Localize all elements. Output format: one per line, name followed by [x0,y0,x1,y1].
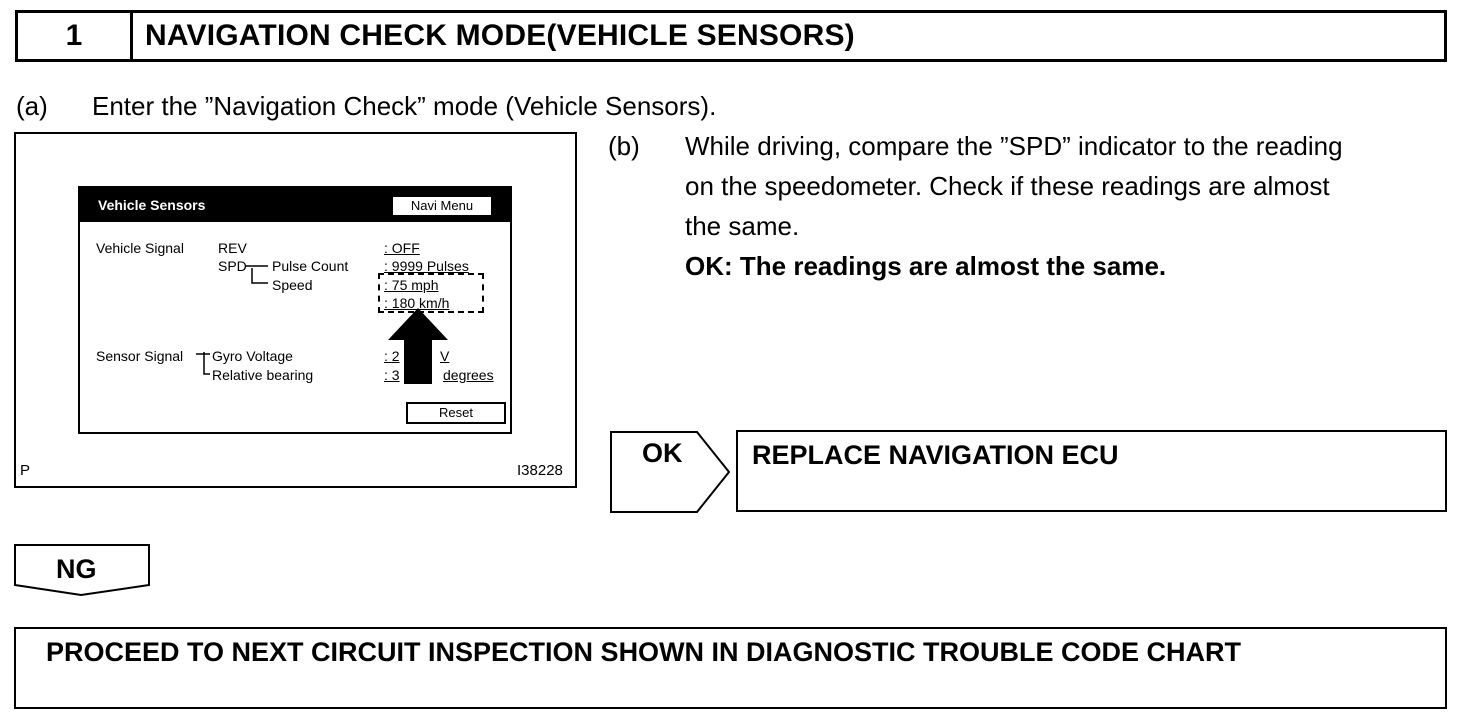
relative-bearing-label: Relative bearing [212,367,314,383]
kmh-value: : 180 km/h [384,295,450,311]
ng-result-text: PROCEED TO NEXT CIRCUIT INSPECTION SHOWN… [46,637,1242,667]
ok-result-box: REPLACE NAVIGATION ECU [736,430,1447,512]
pulse-value: : 9999 Pulses [384,258,469,274]
bearing-value-end: degrees [443,367,494,383]
step-a-marker: (a) [16,91,48,121]
step-header: 1 NAVIGATION CHECK MODE(VEHICLE SENSORS) [15,10,1447,62]
ok-criteria: OK: The readings are almost the same. [685,251,1167,281]
step-number: 1 [18,13,133,59]
speed-highlight-box [378,273,484,313]
step-b-marker: (b) [608,131,640,161]
bearing-value-start: : 3 [384,367,400,383]
step-title: NAVIGATION CHECK MODE(VEHICLE SENSORS) [145,19,855,52]
sensor-signal-label: Sensor Signal [96,348,184,364]
gyro-value-end: V [440,348,450,364]
step-b-line-1: While driving, compare the ”SPD” indicat… [685,131,1343,161]
step-b-line-3: the same. [685,211,800,241]
arrow-up-icon [388,308,448,384]
gyro-voltage-label: Gyro Voltage [212,348,293,364]
vehicle-sensors-screen: Vehicle Sensors Navi Menu Vehicle Signal… [78,186,512,434]
figure-frame [14,132,577,488]
speed-label: Speed [272,277,313,293]
vehicle-signal-label: Vehicle Signal [96,240,184,256]
ng-arrow-icon [14,544,150,597]
step-b-line-2: on the speedometer. Check if these readi… [685,171,1330,201]
navi-menu-button[interactable]: Navi Menu [392,196,492,216]
figure-id: I38228 [517,462,563,479]
spd-label: SPD [218,258,247,274]
screen-title: Vehicle Sensors [98,197,206,213]
rev-label: REV [218,240,247,256]
bracket-lines [196,265,268,375]
ng-label: NG [56,554,97,584]
gyro-value-start: : 2 [384,348,400,364]
mph-value: : 75 mph [384,277,439,293]
step-a-text: Enter the ”Navigation Check” mode (Vehic… [92,91,717,121]
rev-value: : OFF [384,240,420,256]
ng-result-box: PROCEED TO NEXT CIRCUIT INSPECTION SHOWN… [14,627,1447,709]
ok-label: OK [642,438,683,468]
ok-arrow-icon [610,431,731,513]
reset-button[interactable]: Reset [406,402,506,424]
figure-corner-left: P [20,462,31,479]
pulse-count-label: Pulse Count [272,258,349,274]
ok-result-text: REPLACE NAVIGATION ECU [752,440,1119,470]
